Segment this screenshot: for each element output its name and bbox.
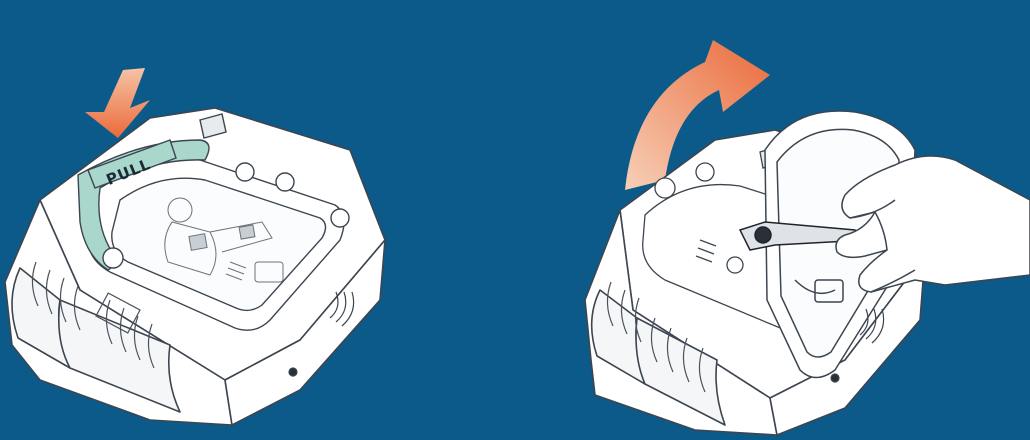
step-press-down-panel: PULL (0, 0, 515, 440)
step-lift-out-panel (515, 0, 1030, 440)
aed-device-closed-illustration: PULL (0, 0, 515, 440)
aed-device-open-illustration (515, 0, 1030, 440)
